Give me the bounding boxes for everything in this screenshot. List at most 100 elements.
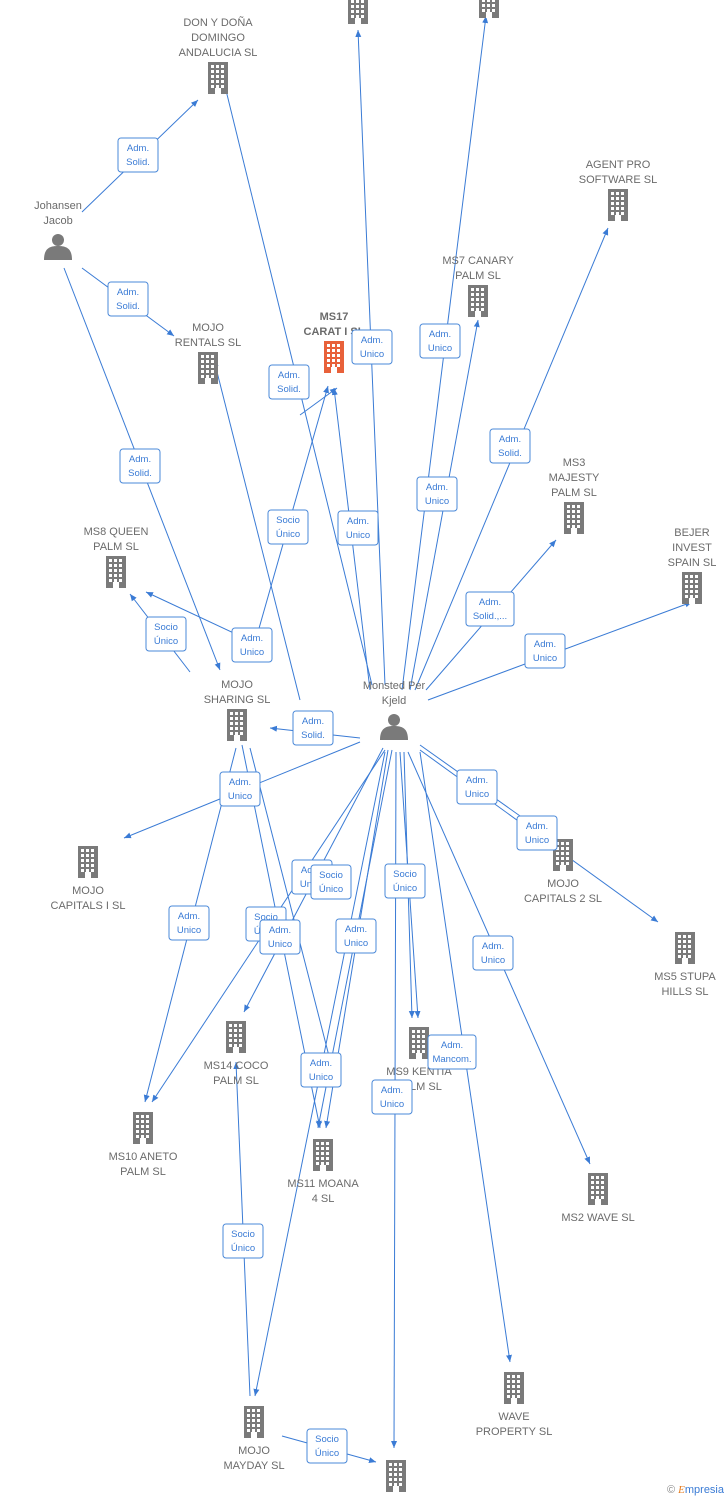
relation-badge[interactable]: Adm.Solid.: [268, 364, 310, 400]
node-top1[interactable]: [348, 0, 368, 24]
building-icon: [348, 0, 368, 24]
node-ms5[interactable]: MS5 STUPA HILLS SL: [654, 932, 716, 998]
node-label: HILLS SL: [661, 986, 708, 998]
relation-label: Unico: [309, 1072, 333, 1083]
relations-layer: Adm.Solid.Adm.Solid.Adm.Solid.Adm.Solid.…: [107, 137, 566, 1464]
node-bottom[interactable]: [386, 1460, 406, 1492]
relation-label: Único: [276, 529, 300, 540]
relation-badge[interactable]: Adm.Unico: [168, 905, 210, 941]
relation-label: Unico: [533, 653, 557, 664]
relation-label: Unico: [268, 939, 292, 950]
relation-badge[interactable]: Adm.Unico: [524, 633, 566, 669]
node-ms2[interactable]: MS2 WAVE SL: [561, 1173, 635, 1224]
relation-badge[interactable]: Adm.Solid.,...: [465, 591, 515, 627]
relation-label: Unico: [525, 835, 549, 846]
relation-badge[interactable]: Adm.Solid.: [117, 137, 159, 173]
building-icon: [564, 502, 584, 534]
node-label: CAPITALS I SL: [51, 900, 126, 912]
building-icon: [468, 285, 488, 317]
relation-badge[interactable]: Adm.Unico: [472, 935, 514, 971]
relation-badge[interactable]: Adm.Unico: [516, 815, 558, 851]
node-label: MS3: [563, 457, 586, 469]
copyright-symbol: ©: [666, 1484, 676, 1496]
building-icon: [386, 1460, 406, 1492]
edge-34: [249, 747, 332, 1061]
edge-13: [212, 359, 301, 701]
node-label: CAPITALS 2 SL: [524, 893, 602, 905]
relation-label: Único: [231, 1243, 255, 1254]
relation-badge[interactable]: Adm.Unico: [456, 769, 498, 805]
relation-label: Socio: [393, 869, 417, 880]
relation-label: Socio: [315, 1434, 339, 1445]
building-icon: [675, 932, 695, 964]
relation-badge[interactable]: Adm. Solid.: [292, 710, 334, 746]
relation-label: Socio: [154, 622, 178, 633]
relation-label: Adm.: [499, 434, 521, 445]
building-icon: [553, 839, 573, 871]
relation-label: Adm.: [302, 716, 324, 727]
relation-badge[interactable]: Adm.Unico: [419, 323, 461, 359]
relation-label: Adm.: [310, 1058, 332, 1069]
node-label: ANDALUCIA SL: [179, 47, 258, 59]
relation-badge[interactable]: Adm.Unico: [371, 1079, 413, 1115]
relation-badge[interactable]: Adm.Unico: [335, 918, 377, 954]
building-icon: [208, 62, 228, 94]
relation-badge[interactable]: Adm.Unico: [219, 771, 261, 807]
relation-label: Socio: [319, 870, 343, 881]
node-label: MS11 MOANA: [287, 1178, 359, 1190]
relation-label: Unico: [240, 647, 264, 658]
node-label: MS5 STUPA: [654, 971, 716, 983]
relation-label: Solid.: [301, 730, 325, 741]
relation-badge[interactable]: Adm.Mancom.: [427, 1034, 477, 1070]
relation-badge[interactable]: Adm.Unico: [351, 329, 393, 365]
relation-badge[interactable]: Adm.Unico: [231, 627, 273, 663]
node-label: RENTALS SL: [175, 337, 241, 349]
relation-label: Socio: [231, 1229, 255, 1240]
building-icon: [608, 189, 628, 221]
node-label: MAYDAY SL: [223, 1460, 284, 1472]
relation-badge[interactable]: Adm.Unico: [416, 476, 458, 512]
node-label: PALM SL: [551, 487, 597, 499]
relation-badge[interactable]: Adm.Unico: [337, 510, 379, 546]
relation-badge[interactable]: Adm.Unico: [259, 919, 301, 955]
relation-label: Único: [319, 884, 343, 895]
relation-label: Unico: [465, 789, 489, 800]
relation-badge[interactable]: Adm.Solid.: [489, 428, 531, 464]
person-icon: [380, 714, 408, 740]
relation-label: Solid.: [116, 301, 140, 312]
node-top2[interactable]: [479, 0, 499, 18]
relation-badge[interactable]: Adm.Solid.: [119, 448, 161, 484]
node-label: MS10 ANETO: [109, 1151, 178, 1163]
relation-badge[interactable]: Adm.Solid.: [107, 281, 149, 317]
node-label: AGENT PRO: [586, 159, 651, 171]
building-icon: [313, 1139, 333, 1171]
relation-label: Adm.: [479, 597, 501, 608]
relation-label: Adm.: [381, 1085, 403, 1096]
relation-badge[interactable]: Adm. Unico: [300, 1052, 342, 1088]
